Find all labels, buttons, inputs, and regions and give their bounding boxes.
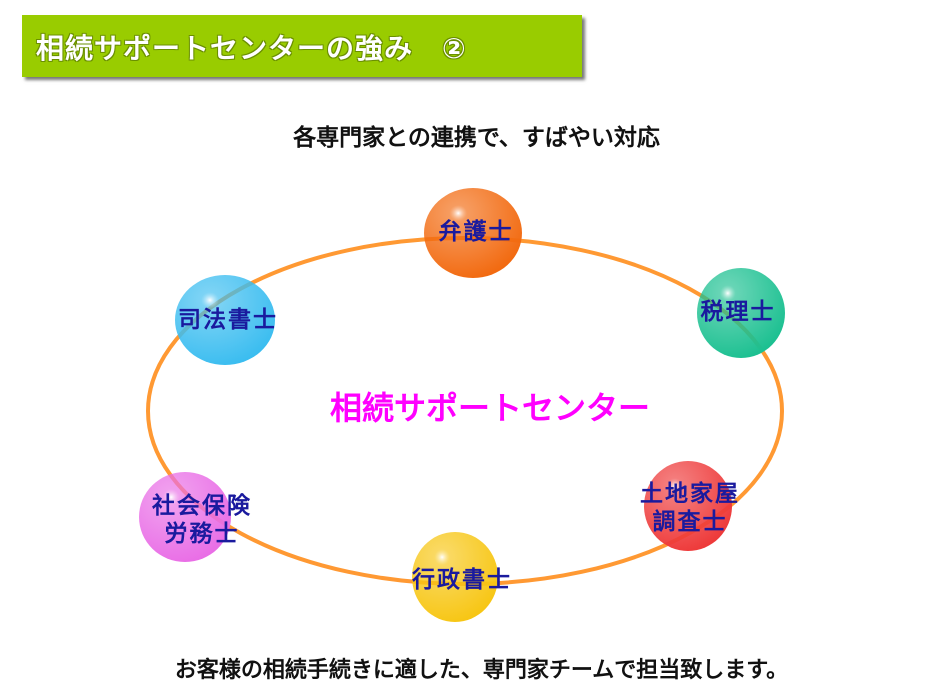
node-label: 弁護士: [438, 218, 514, 245]
node-ball: [644, 461, 732, 551]
node-ball: [424, 188, 522, 278]
node-label: 税理士: [700, 298, 776, 325]
subtitle: 各専門家との連携で、すばやい対応: [293, 124, 660, 151]
node-ball: [697, 268, 785, 358]
title-banner: 相続サポートセンターの強み ②: [22, 15, 582, 77]
node-ball: [412, 532, 498, 622]
node-ball: [175, 275, 275, 365]
node-label: 社会保険労務士: [152, 492, 252, 547]
center-label: 相続サポートセンター: [329, 389, 651, 427]
node-label: 行政書士: [412, 566, 512, 593]
footer-text: お客様の相続手続きに適した、専門家チームで担当致します。: [174, 657, 789, 683]
node-ball: [139, 472, 231, 562]
page-title: 相続サポートセンターの強み ②: [36, 32, 467, 65]
node-label: 司法書士: [178, 306, 278, 333]
node-label: 土地家屋調査士: [640, 480, 740, 535]
